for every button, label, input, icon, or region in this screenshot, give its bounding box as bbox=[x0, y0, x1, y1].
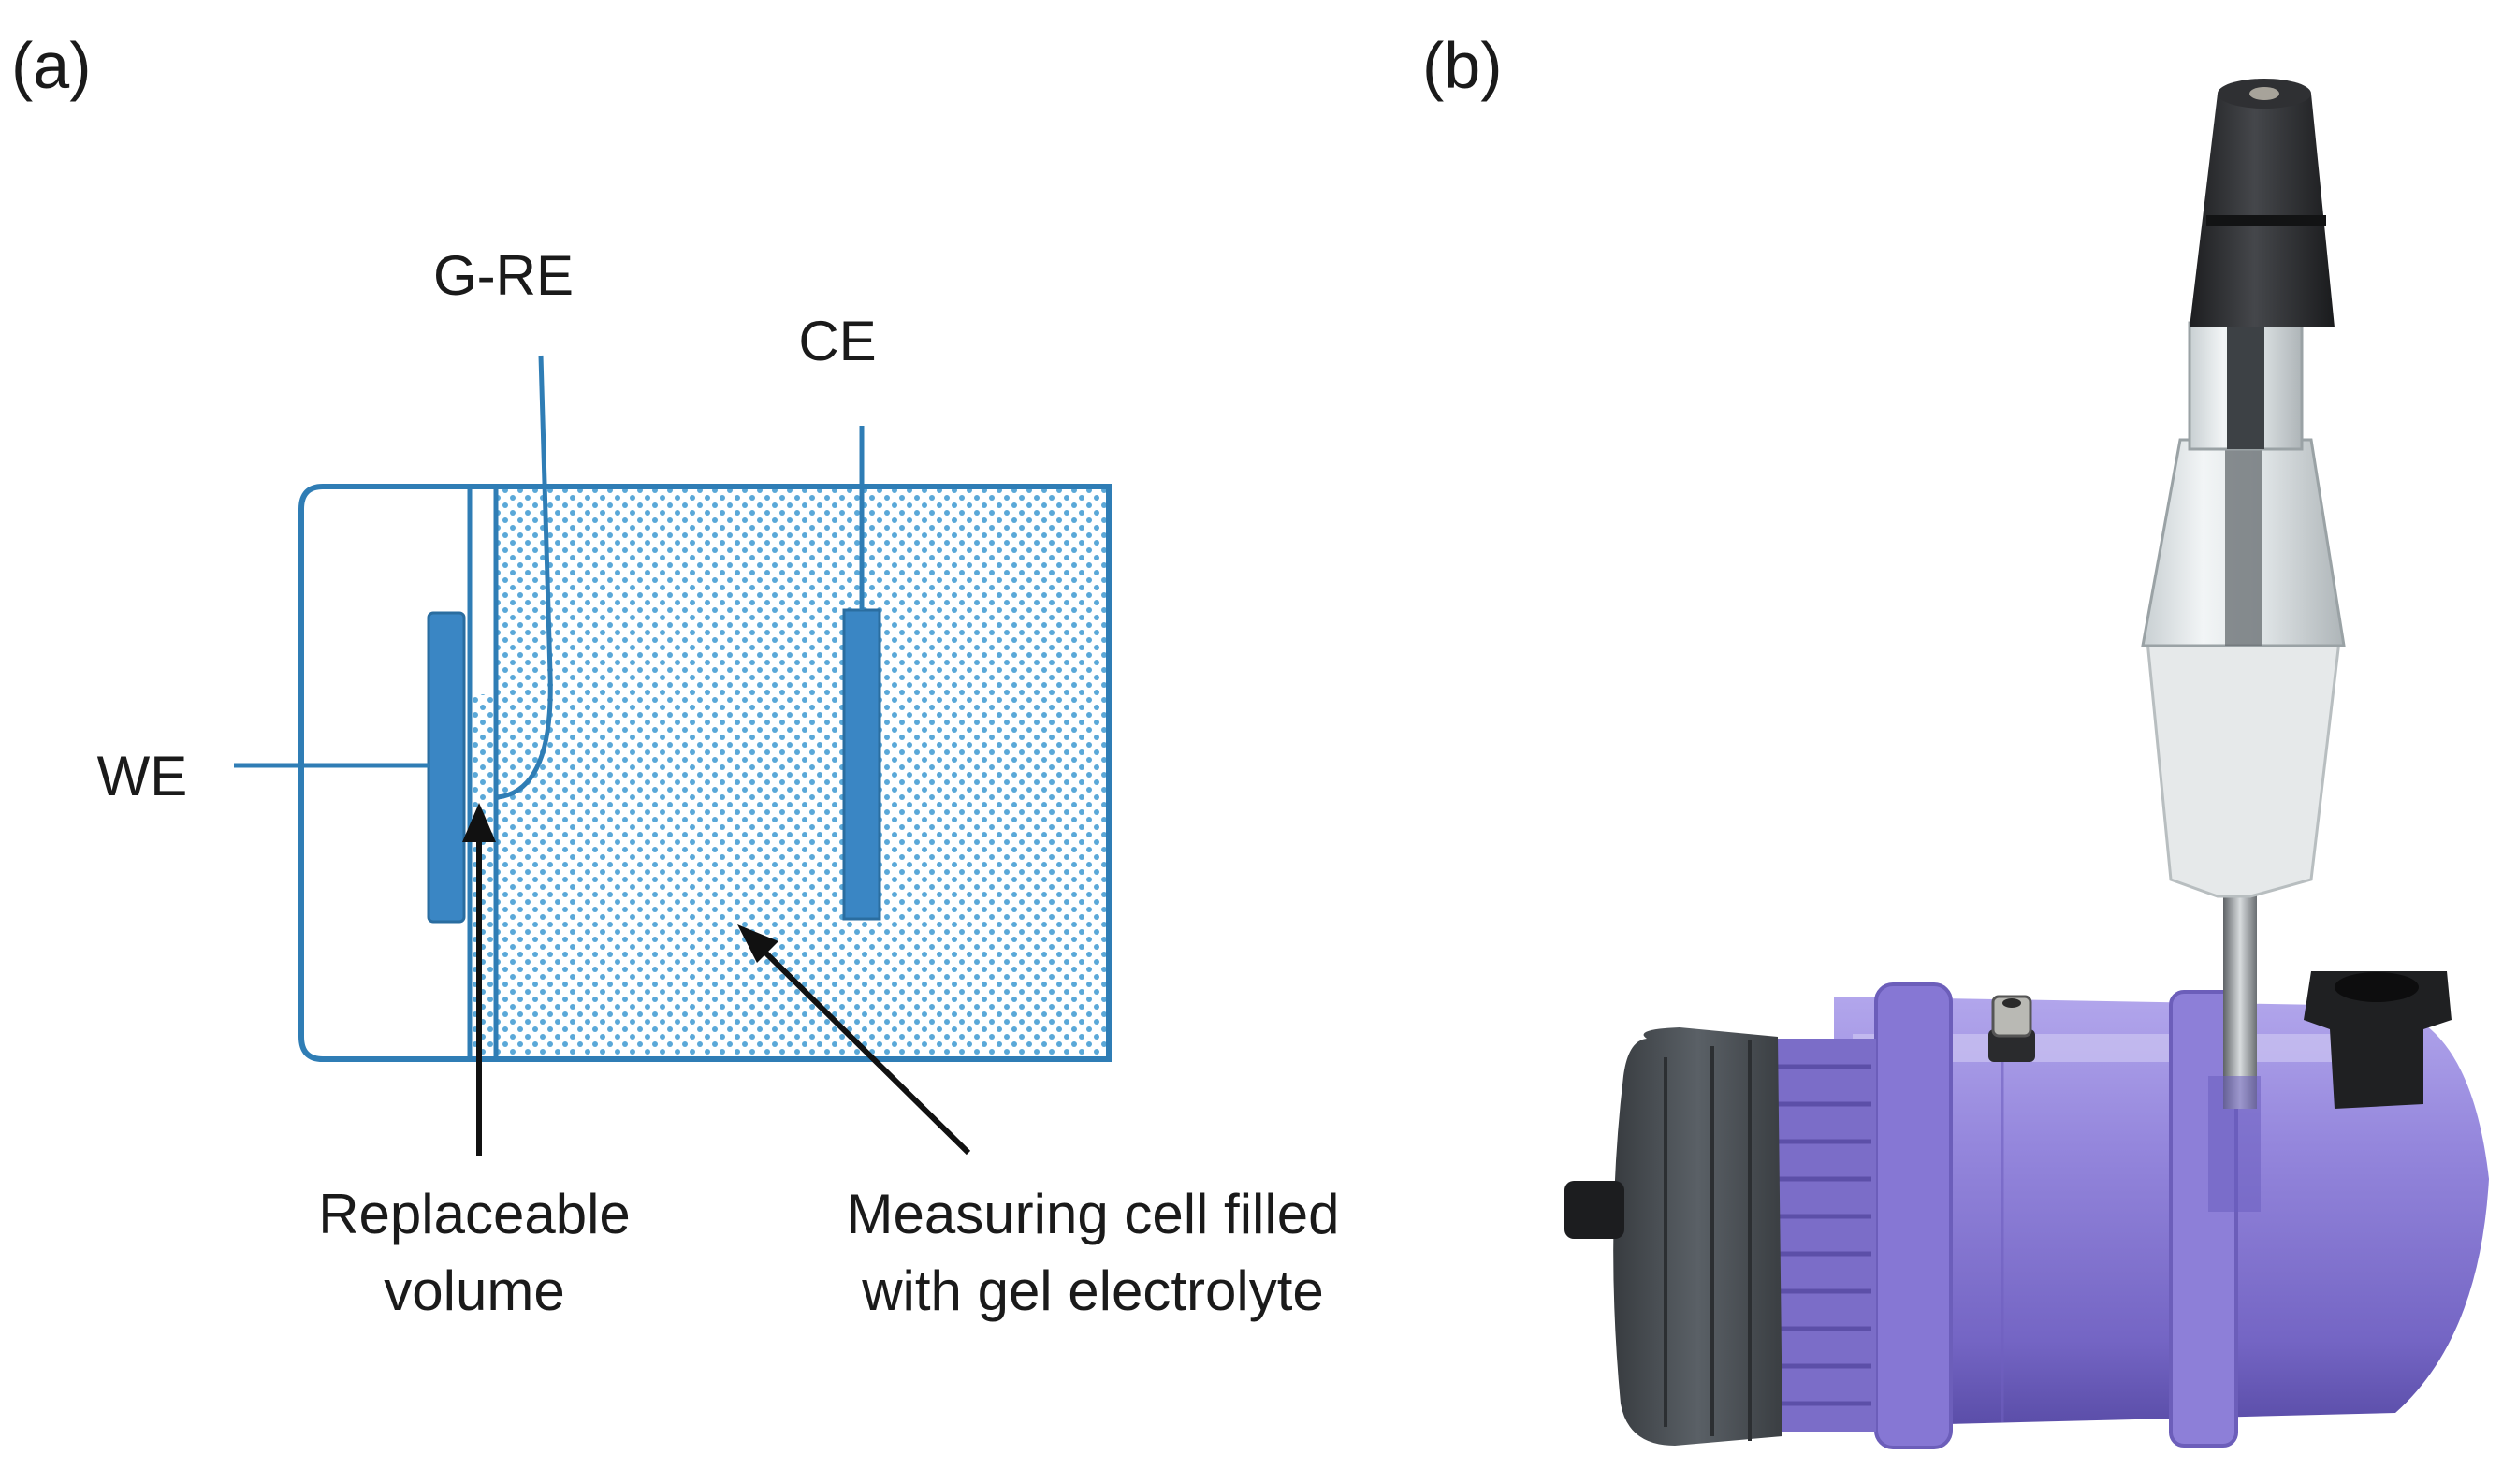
callout-cell-line1: Measuring cell filled bbox=[847, 1183, 1340, 1245]
metal-connector bbox=[1991, 995, 2032, 1038]
label-reference-electrode: G-RE bbox=[433, 244, 574, 307]
electrode-head-socket bbox=[2249, 87, 2279, 100]
electrode-head-ring bbox=[2206, 215, 2326, 226]
cell-outline bbox=[298, 484, 1112, 1062]
gel-electrolyte-region bbox=[496, 487, 1109, 1059]
counter-electrode bbox=[842, 608, 881, 921]
cell-schematic: G-RE CE WE Replaceable volume Measuring … bbox=[97, 244, 1340, 1322]
reference-electrode-capillary bbox=[497, 355, 553, 800]
replaceable-volume-region bbox=[470, 694, 496, 1059]
grey-screw-cap bbox=[1613, 1027, 1782, 1446]
body-collar-left bbox=[1874, 982, 1953, 1449]
electrolyte-arrowhead bbox=[737, 924, 778, 963]
cell-body bbox=[1834, 997, 2489, 1427]
callout-replaceable-line2: volume bbox=[384, 1259, 564, 1322]
electrolyte-arrow-shaft bbox=[757, 944, 971, 1156]
electrode-head bbox=[2190, 94, 2335, 327]
callout-cell-line2: with gel electrolyte bbox=[861, 1259, 1324, 1322]
cell-photograph bbox=[1564, 79, 2489, 1449]
inner-glass-tube bbox=[2225, 440, 2262, 646]
ground-glass-joint bbox=[2146, 639, 2341, 898]
cable-gland-opening bbox=[2335, 972, 2419, 1002]
cable-gland bbox=[2304, 971, 2452, 1109]
replaceable-volume-arrowhead bbox=[462, 803, 496, 842]
panel-a-label: (a) bbox=[11, 29, 92, 102]
callout-replaceable-line1: Replaceable bbox=[318, 1183, 631, 1245]
threaded-section bbox=[1773, 1039, 1876, 1432]
cap-grip-lines bbox=[1664, 1040, 1752, 1441]
cap-knob bbox=[1564, 1181, 1624, 1239]
glass-neck-core bbox=[2227, 323, 2264, 449]
metal-connector-base bbox=[1988, 1029, 2035, 1062]
label-working-electrode: WE bbox=[97, 745, 188, 807]
thread-lines bbox=[1778, 1064, 1871, 1406]
electrode-rod-inner bbox=[2208, 1076, 2261, 1212]
working-electrode bbox=[427, 611, 466, 924]
label-counter-electrode: CE bbox=[798, 310, 876, 372]
metal-connector-hole bbox=[2002, 998, 2021, 1008]
panel-b-label: (b) bbox=[1422, 29, 1503, 102]
electrode-rod bbox=[2223, 894, 2257, 1109]
